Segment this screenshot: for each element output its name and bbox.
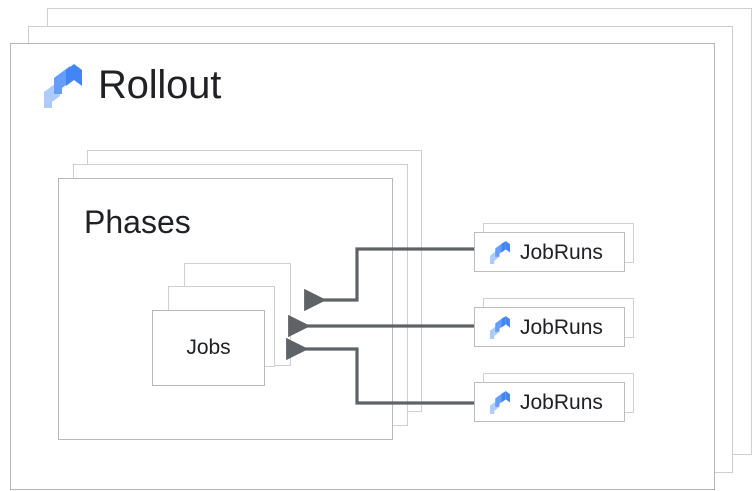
- jobruns-label-2: JobRuns: [520, 315, 603, 339]
- jobruns-label-3: JobRuns: [520, 390, 603, 414]
- rollout-title: Rollout: [98, 63, 222, 107]
- jobruns-card-2[interactable]: JobRuns: [474, 307, 625, 347]
- jobs-title: Jobs: [186, 336, 231, 359]
- jobrun-logo-icon: [487, 315, 511, 339]
- rollout-logo-icon: [38, 62, 84, 108]
- jobruns-label-1: JobRuns: [520, 240, 603, 264]
- jobrun-logo-icon: [487, 240, 511, 264]
- jobs-card: [152, 310, 265, 386]
- jobruns-card-3[interactable]: JobRuns: [474, 382, 625, 422]
- jobrun-logo-icon: [487, 390, 511, 414]
- jobruns-card-1[interactable]: JobRuns: [474, 232, 625, 272]
- phases-title: Phases: [84, 204, 191, 240]
- rollout-header: Rollout: [38, 62, 221, 108]
